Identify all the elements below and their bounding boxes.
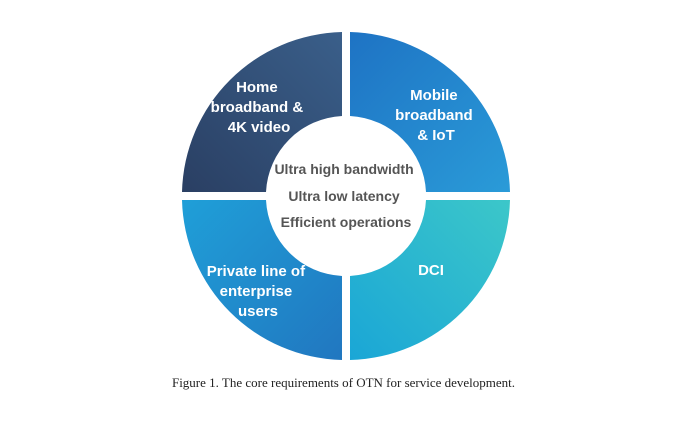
segment-bottom-left-label: Private line of enterprise users <box>207 263 310 320</box>
segment-top-right-label: Mobile broadband & IoT <box>395 87 477 144</box>
segment-top-left <box>182 32 342 192</box>
segment-top-right <box>350 32 510 192</box>
segment-bottom-left <box>182 200 342 360</box>
segment-bottom-right <box>350 200 510 360</box>
figure-caption: Figure 1. The core requirements of OTN f… <box>171 375 516 390</box>
segment-bottom-right-label: DCI <box>418 262 444 279</box>
segment-top-left-label: Home broadband & 4K video <box>211 79 308 136</box>
center-requirements: Ultra high bandwidth Ultra low latency E… <box>274 161 417 230</box>
